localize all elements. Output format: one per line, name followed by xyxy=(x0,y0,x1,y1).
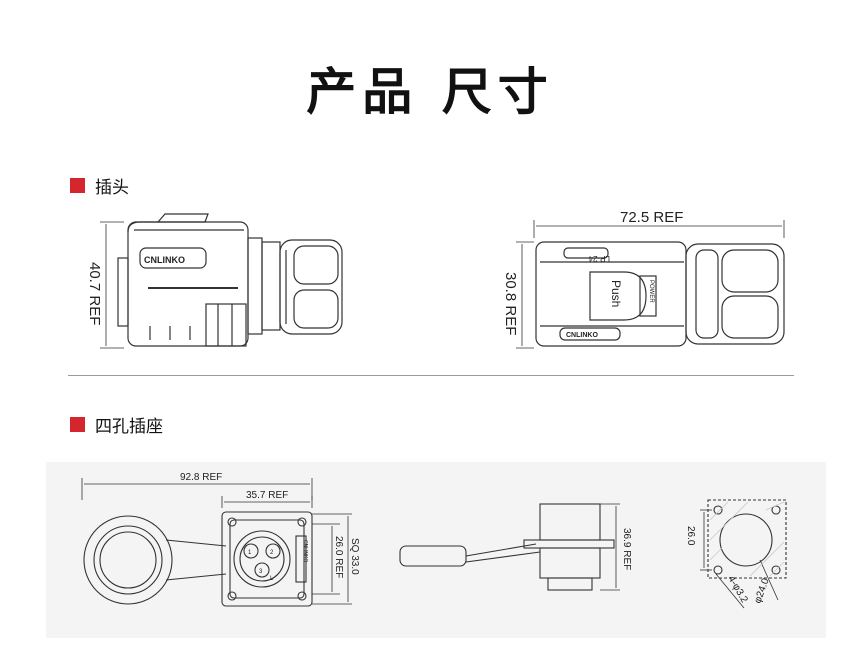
plug-side-height-dim: 40.7 REF xyxy=(86,262,103,325)
socket-drawing-panel xyxy=(46,462,826,638)
section-title-plug: 插头 xyxy=(95,178,129,198)
section-header-plug: 插头 xyxy=(70,173,129,198)
section-marker xyxy=(70,178,85,193)
plug-top-power-label: POWER xyxy=(648,280,654,303)
plug-top-height-dim: 30.8 REF xyxy=(502,272,519,335)
plug-top-length-dim: 72.5 REF xyxy=(620,209,683,226)
plug-side-logo: CNLINKO xyxy=(144,255,185,265)
section-title-socket: 四孔插座 xyxy=(95,417,163,437)
plug-top-logo: CNLINKO xyxy=(566,332,598,339)
section-header-socket: 四孔插座 xyxy=(70,412,163,437)
plug-top-model-mark: LP-24 xyxy=(588,254,610,263)
plug-top-push-label: Push xyxy=(609,280,623,307)
section-marker xyxy=(70,417,85,432)
section-divider xyxy=(68,375,794,376)
page-title: 产品 尺寸 xyxy=(306,63,554,121)
